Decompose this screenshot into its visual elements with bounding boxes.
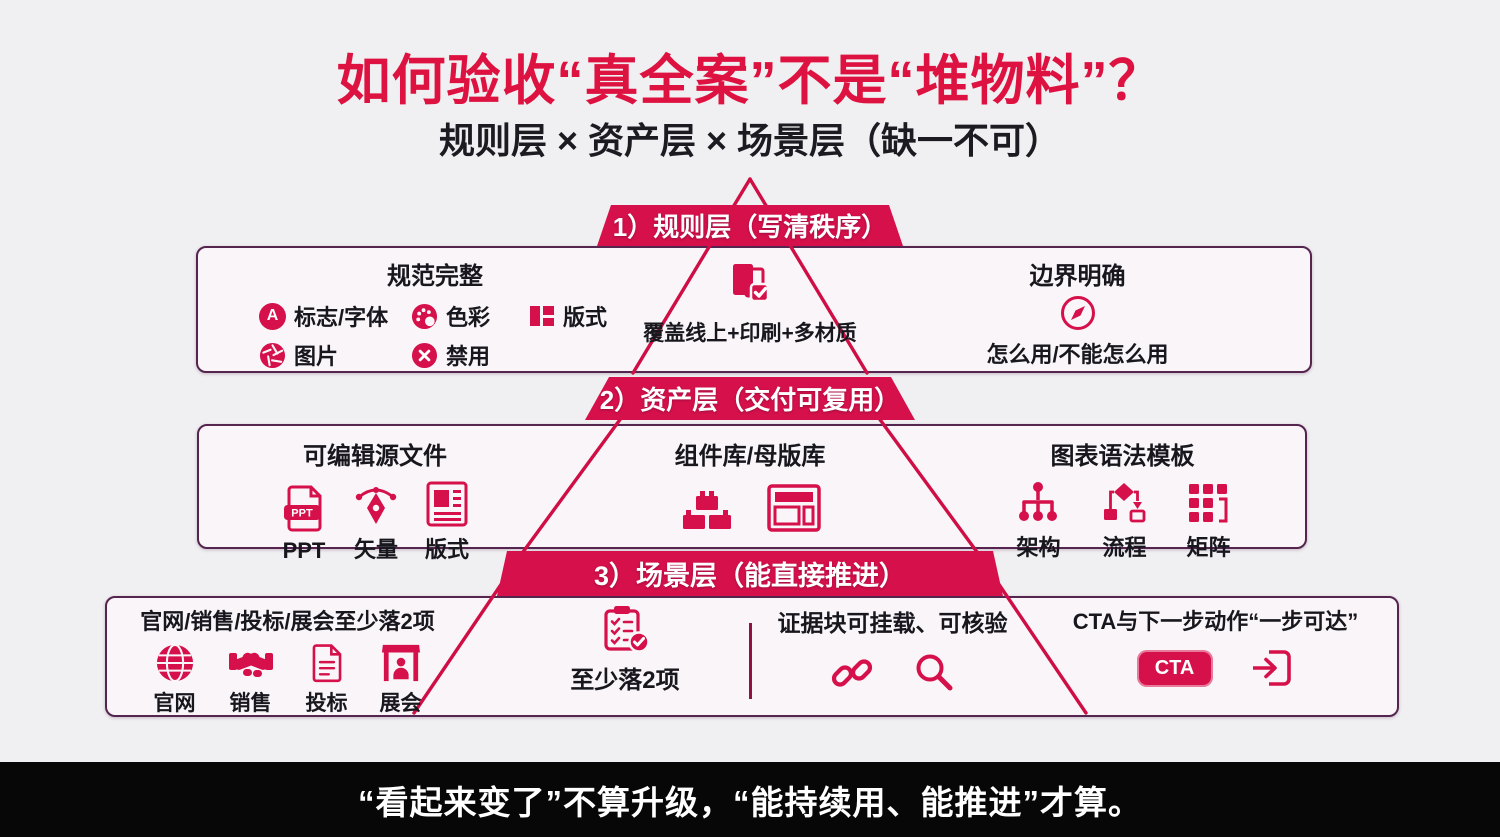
item-label: 版式 [424,537,469,562]
asset-layer-right-section: 图表语法模板 架构 流程 矩阵 [960,436,1285,562]
scene-layer-evidence-section: 证据块可挂载、可核验 [765,604,1020,695]
aperture-icon [259,342,286,368]
doc-check-icon [733,264,770,303]
flowchart-icon [1104,483,1146,523]
list-item: 架构 [1014,480,1062,562]
item-label: 官网 [153,692,196,715]
list-item: PPT PPT [281,484,327,564]
asset-layer-middle-section: 组件库/母版库 [600,436,900,533]
layout-icon [530,306,554,326]
svg-text:PPT: PPT [291,508,313,520]
section-title: 边界明确 [1029,263,1126,290]
doc-icon [312,644,341,683]
list-item: 版式 [425,480,469,564]
section-title: CTA与下一步动作“一步可达” [1072,609,1359,634]
cta-row: CTA [1048,647,1383,689]
rule-layer-banner: 1）规则层（写清秩序） [597,205,903,246]
pen-tool-icon [355,487,397,524]
ppt-file-icon: PPT [283,485,322,532]
cta-button: CTA [1136,649,1213,687]
item-label: 色彩 [446,305,491,330]
rule-layer-left-section: 规范完整 A 标志/字体 色彩 版式 图片 禁用 [225,256,645,371]
scene-layer-minimum-section: 至少落2项 [535,604,715,695]
item-label: 图片 [294,344,339,369]
coverage-label: 覆盖线上+印刷+多材质 [643,322,857,345]
rule-layer-middle-section: 覆盖线上+印刷+多材质 [625,261,875,347]
booth-icon [381,644,420,682]
evidence-icons [765,651,1020,695]
enter-icon [1252,650,1291,686]
compass-icon [1060,296,1095,330]
asset-layer-banner: 2）资产层（交付可复用） [585,377,915,420]
palette-icon [411,303,438,329]
layout-doc-icon [426,481,468,527]
letter-a-icon: A [259,302,286,330]
item-label: 版式 [563,305,608,330]
section-title: 组件库/母版库 [674,443,826,470]
minimum-label: 至少落2项 [570,667,680,694]
scene-layer-channels-section: 官网/销售/投标/展会至少落2项 官网 销售 投标 展会 [95,604,480,717]
rule-layer-right-section: 边界明确 怎么用/不能怎么用 [905,256,1250,369]
item-label: 矩阵 [1186,535,1231,560]
bricks-icon [683,491,731,529]
list-item: 展会 [380,643,422,717]
section-title: 可编辑源文件 [303,443,447,470]
section-title: 规范完整 [387,263,483,290]
asset-layer-left-section: 可编辑源文件 PPT PPT 矢量 版式 [225,436,525,564]
item-label: 架构 [1016,535,1061,560]
channel-items: 官网 销售 投标 展会 [95,643,480,717]
footer-tagline: “看起来变了”不算升级，“能持续用、能推进”才算。 [0,762,1500,837]
item-label: 禁用 [446,344,491,369]
component-icons [600,483,900,533]
item-label: PPT [282,538,326,563]
magnifier-icon [916,654,952,691]
item-label: 矢量 [353,537,398,562]
globe-icon [156,643,193,683]
template-items: 架构 流程 矩阵 [960,480,1285,562]
list-item: 矩阵 [1186,480,1231,562]
ban-icon [411,342,438,368]
page-subtitle: 规则层 × 资产层 × 场景层（缺一不可） [438,120,1062,161]
item-label: 销售 [229,692,272,715]
scene-layer-cta-section: CTA与下一步动作“一步可达” CTA [1048,604,1383,689]
list-item: 销售 [228,643,274,717]
section-title: 图表语法模板 [1050,443,1195,470]
item-label: 流程 [1102,535,1147,560]
scene-layer-banner: 3）场景层（能直接推进） [497,551,1003,596]
list-item: 流程 [1100,480,1148,562]
list-item: 投标 [306,643,348,717]
section-title: 证据块可挂载、可核验 [777,610,1008,636]
list-item: 禁用 [411,339,529,371]
link-icon [831,659,872,687]
handshake-icon [228,652,273,677]
list-item: 官网 [154,643,196,717]
page-title: 如何验收“真全案”不是“堆物料”？ [336,51,1164,111]
list-item: 色彩 [411,300,529,332]
list-item: 版式 [529,300,645,332]
item-label: 展会 [379,692,422,715]
org-chart-icon [1019,482,1058,521]
section-divider [749,623,752,699]
section-title: 官网/销售/投标/展会至少落2项 [140,609,435,634]
boundary-label: 怎么用/不能怎么用 [986,342,1169,367]
spec-items: A 标志/字体 色彩 版式 图片 禁用 [225,300,645,371]
list-item: A 标志/字体 [259,300,411,332]
window-icon [767,484,821,532]
source-file-items: PPT PPT 矢量 版式 [225,480,525,564]
list-item: 矢量 [353,480,399,564]
matrix-icon [1189,484,1228,523]
item-label: 标志/字体 [294,305,389,330]
clipboard-check-icon [604,606,650,653]
item-label: 投标 [305,692,348,715]
list-item: 图片 [259,339,411,371]
